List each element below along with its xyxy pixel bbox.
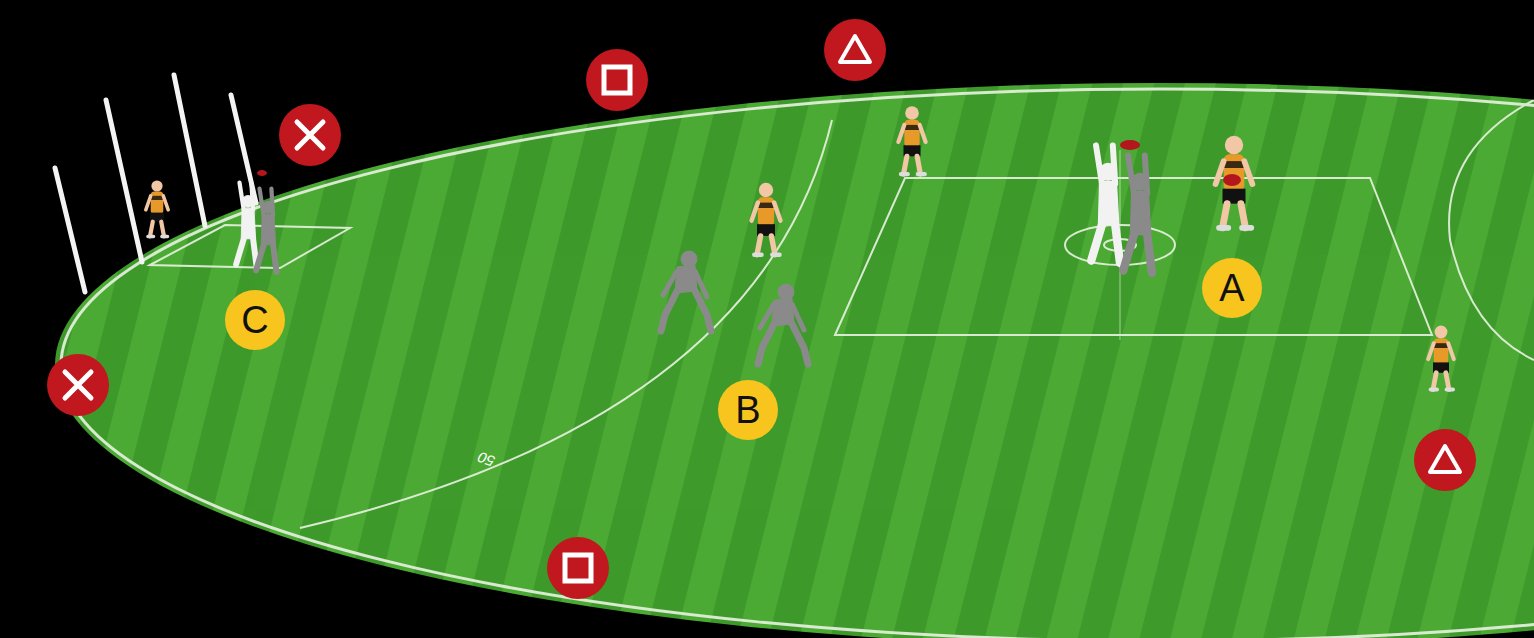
position-marker: A <box>1202 258 1262 318</box>
umpire-position-symbols <box>47 19 1476 599</box>
marker-letter: C <box>241 301 268 339</box>
position-marker: B <box>718 380 778 440</box>
marker-letter: A <box>1219 269 1244 307</box>
position-marker: C <box>225 290 285 350</box>
marker-letter: B <box>735 391 760 429</box>
